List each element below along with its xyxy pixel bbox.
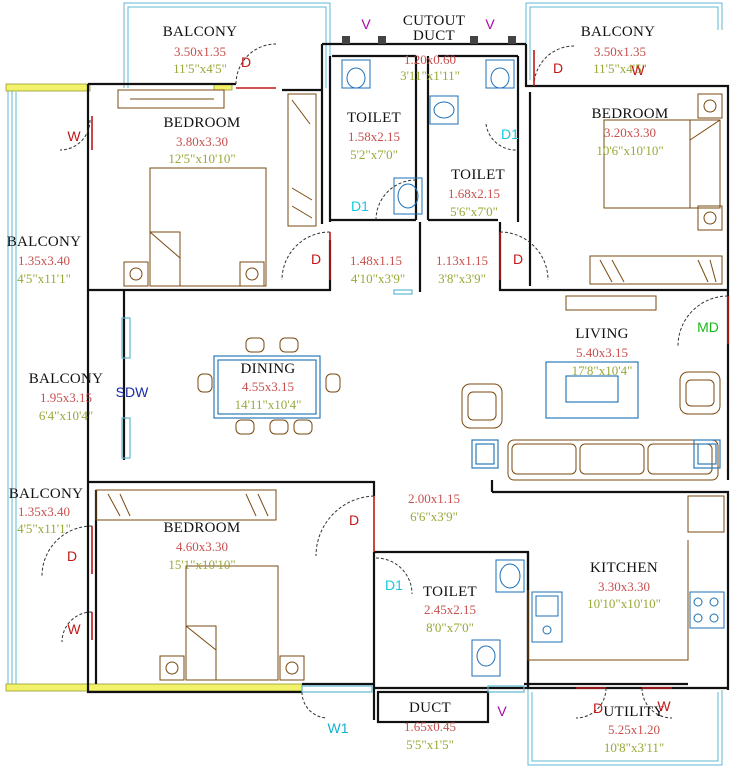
room-imperial-passage-mid: 6'6"x3'9" [410,509,458,524]
room-imperial-toilet-top-right: 5'6"x7'0" [450,204,498,219]
room-name-balcony-left-bottom: BALCONY [8,486,84,502]
door-tag-bedroom-bottom: D [348,512,360,528]
room-metric-passage-left: 1.48x1.15 [350,253,402,268]
room-metric-living: 5.40x3.15 [576,345,628,360]
door-tag-utility: D [592,700,604,716]
furniture [95,89,725,681]
door-tag-toilet-top-right: D1 [501,126,519,142]
tables [213,355,721,469]
room-name-balcony-top-right: BALCONY [580,24,656,40]
room-metric-balcony-top-right: 3.50x1.35 [594,44,646,59]
room-metric-balcony-left-mid: 1.95x3.15 [40,390,92,405]
room-name-living: LIVING [575,326,629,342]
room-imperial-utility: 10'8"x3'11" [603,740,665,755]
sliding-door-glass [121,289,525,693]
room-name-toilet-top-right: TOILET [450,167,506,183]
room-metric-utility: 5.25x1.20 [608,722,660,737]
room-imperial-toilet-top-left: 5'2"x7'0" [350,147,398,162]
room-imperial-balcony-left-bottom: 4'5"x11'1" [17,521,71,536]
window-tag-bottom: W1 [327,720,349,736]
room-metric-toilet-bottom: 2.45x2.15 [424,602,476,617]
room-metric-bedroom-bottom: 4.60x3.30 [176,539,228,554]
room-name-kitchen: KITCHEN [590,560,658,576]
sliding-door-window-tag: SDW [115,384,149,400]
room-name-bedroom-bottom: BEDROOM [163,520,241,536]
vent-tag-bottom: V [497,703,507,719]
door-tag-toilet-bottom: D1 [385,577,403,593]
room-name-balcony-left-top: BALCONY [6,234,82,250]
room-name-toilet-bottom: TOILET [422,584,478,600]
room-imperial-dining: 14'11"x10'4" [234,397,302,412]
room-name-dining: DINING [240,361,296,377]
room-imperial-balcony-left-mid: 6'4"x10'4" [38,408,94,423]
room-imperial-kitchen: 10'10"x10'10" [587,596,661,611]
vent-tag-left: V [361,16,371,32]
room-imperial-balcony-top-right: 11'5"x4'5" [593,61,647,76]
room-metric-balcony-top-left: 3.50x1.35 [174,44,226,59]
door-leaves [91,50,729,689]
room-imperial-bedroom-top-right: 10'6"x10'10" [596,143,664,158]
room-metric-duct-bottom: 1.65x0.45 [404,719,456,734]
room-name-bedroom-top-left: BEDROOM [163,115,241,131]
room-name-bedroom-top-right: BEDROOM [591,106,669,122]
room-imperial-living: 17'8"x10'4" [571,363,633,378]
door-tag-balcony-top-left: D [240,54,252,70]
door-tag-balcony-left-bottom: D [66,548,78,564]
door-tag-bedroom-top-right: D [512,251,524,267]
room-name-duct-bottom: DUCT [408,700,452,716]
balcony-railings [7,2,723,766]
room-metric-toilet-top-right: 1.68x2.15 [448,186,500,201]
window-tag-bedroom-bottom: W [67,621,81,637]
room-metric-balcony-left-bottom: 1.35x3.40 [18,504,70,519]
room-metric-toilet-top-left: 1.58x2.15 [348,129,400,144]
room-metric-cutout: 1.20x0.60 [404,52,456,67]
vent-markers [342,36,516,44]
door-tag-balcony-top-right: D [552,60,564,76]
room-metric-passage-right: 1.13x1.15 [436,253,488,268]
room-imperial-balcony-top-left: 11'5"x4'5" [173,61,227,76]
main-door-tag: MD [697,319,719,335]
room-imperial-cutout: 3'11"x1'11" [400,68,460,83]
room-metric-passage-mid: 2.00x1.15 [408,491,460,506]
room-metric-bedroom-top-left: 3.80x3.30 [176,134,228,149]
window-tag-utility: W [657,698,671,714]
room-metric-dining: 4.55x3.15 [242,379,294,394]
room-metric-balcony-left-top: 1.35x3.40 [18,253,70,268]
door-tag-bedroom-top-left: D [310,251,322,267]
room-name-cutout: CUTOUT DUCT [402,13,466,44]
door-tag-toilet-top-left: D1 [351,198,369,214]
room-imperial-passage-right: 3'8"x3'9" [438,271,486,286]
room-name-balcony-left-mid: BALCONY [28,371,104,387]
room-imperial-duct-bottom: 5'5"x1'5" [406,737,454,752]
room-metric-bedroom-top-right: 3.20x3.30 [604,125,656,140]
room-metric-kitchen: 3.30x3.30 [598,579,650,594]
room-imperial-toilet-bottom: 8'0"x7'0" [426,620,474,635]
room-imperial-passage-left: 4'10"x3'9" [350,271,406,286]
room-name-utility: UTILITY [603,704,665,720]
sanitary-fixtures [341,59,725,677]
room-imperial-bedroom-bottom: 15'1"x10'10" [168,557,236,572]
room-name-toilet-top-left: TOILET [346,110,402,126]
window-tag-balcony-top-right: W [631,62,645,78]
window-tag-bedroom-top-left: W [67,128,81,144]
room-imperial-bedroom-top-left: 12'5"x10'10" [168,151,236,166]
room-imperial-balcony-left-top: 4'5"x11'1" [17,271,71,286]
vent-tag-right: V [485,16,495,32]
room-name-balcony-top-left: BALCONY [162,24,238,40]
